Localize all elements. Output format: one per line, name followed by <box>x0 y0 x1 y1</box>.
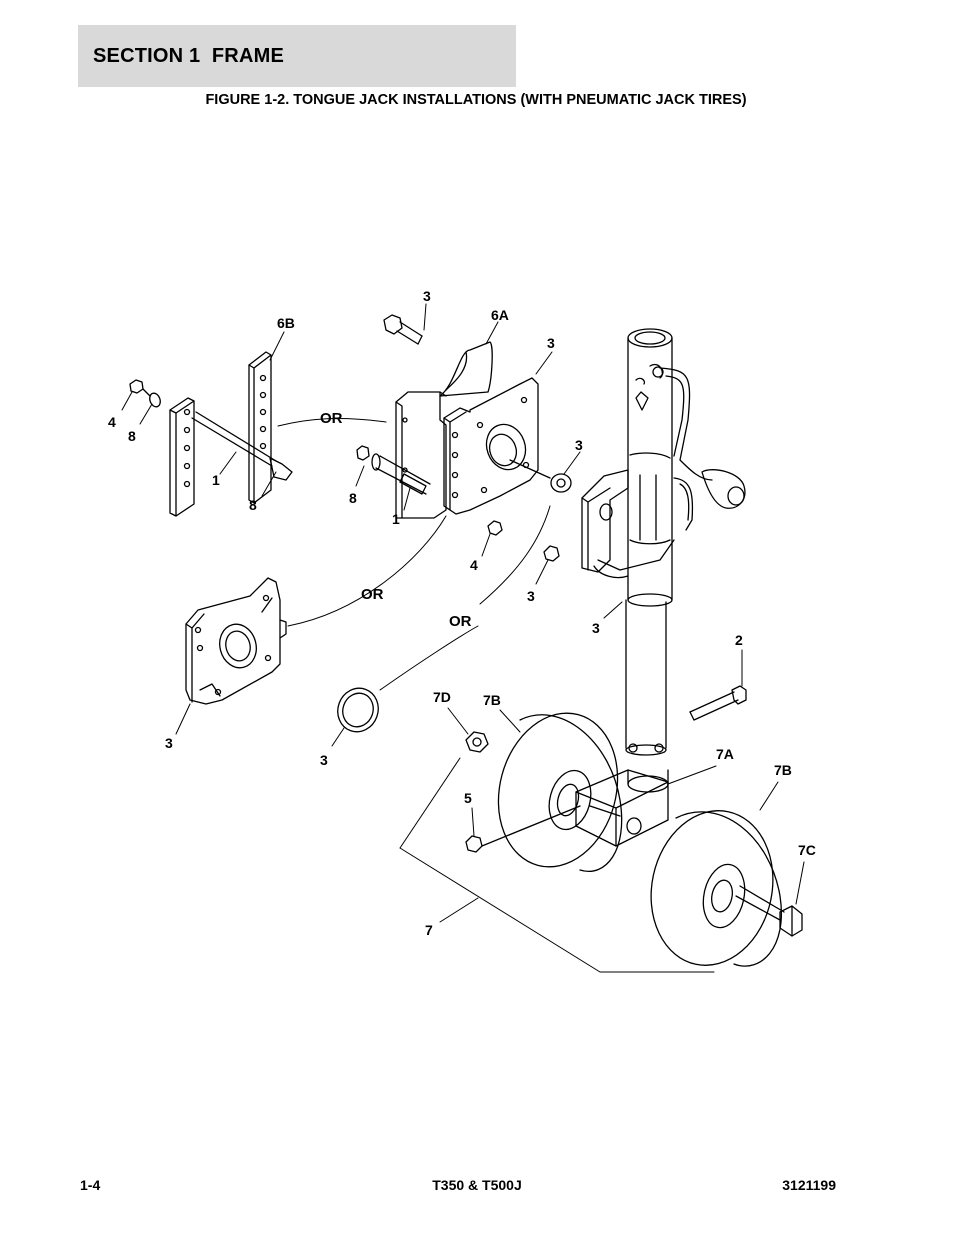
or-label-left: OR <box>361 586 384 603</box>
callout-leaders <box>121 303 805 973</box>
callout-2: 2 <box>735 632 743 648</box>
callout-6b: 6B <box>277 315 295 331</box>
weld-on-plate-left <box>185 577 287 705</box>
callout-5: 5 <box>464 790 472 806</box>
callout-7c: 7C <box>798 842 816 858</box>
callout-1-left: 1 <box>212 472 220 488</box>
callout-3-ring: 3 <box>320 752 328 768</box>
callout-8-mid: 8 <box>349 490 357 506</box>
section-title: SECTION 1 FRAME <box>93 44 284 67</box>
callout-1-mid: 1 <box>392 511 400 527</box>
bolt-pin-center <box>356 445 431 495</box>
callout-4-mid: 4 <box>470 557 478 573</box>
callout-3-nut: 3 <box>527 588 535 604</box>
swivel-bracket <box>581 469 675 579</box>
callout-3-plate: 3 <box>547 335 555 351</box>
axle-bolt-7c <box>735 885 803 937</box>
callout-8-bolt: 8 <box>249 497 257 513</box>
callout-4-left: 4 <box>108 414 116 430</box>
nuts-7d-5 <box>465 731 581 853</box>
or-separator-lines <box>277 418 551 691</box>
mounting-bracket-6b <box>248 351 272 504</box>
model-name: T350 & T500J <box>432 1177 522 1193</box>
callout-7b-left: 7B <box>483 692 501 708</box>
callout-7b-right: 7B <box>774 762 792 778</box>
swivel-plate-6a <box>395 341 493 519</box>
callout-3-tube: 3 <box>592 620 600 636</box>
or-label-top: OR <box>320 410 343 427</box>
section-header: SECTION 1 FRAME <box>78 25 516 87</box>
axle-yoke-7a <box>575 769 669 847</box>
or-label-mid: OR <box>449 613 472 630</box>
callout-8-left: 8 <box>128 428 136 444</box>
bolt-2 <box>689 685 747 721</box>
bolt-top <box>383 314 423 345</box>
retaining-ring <box>337 687 379 733</box>
callout-6a: 6A <box>491 307 509 323</box>
callout-3-spacer: 3 <box>575 437 583 453</box>
callout-7a: 7A <box>716 746 734 762</box>
callout-7d: 7D <box>433 689 451 705</box>
document-number: 3121199 <box>782 1177 836 1193</box>
callout-3-top: 3 <box>423 288 431 304</box>
nut-washer-bolt-left <box>129 379 293 481</box>
wheel-right-7b <box>650 810 782 967</box>
page-number: 1-4 <box>80 1177 101 1193</box>
callout-3-swivel: 3 <box>165 735 173 751</box>
jack-tube-assembly <box>625 328 746 756</box>
callout-labels: 3 6B 6A 3 4 8 OR 1 8 3 8 1 4 3 OR OR 3 2… <box>108 288 816 938</box>
swivel-plate-front <box>443 377 539 515</box>
figure-title: FIGURE 1-2. TONGUE JACK INSTALLATIONS (W… <box>205 92 747 108</box>
mounting-bracket-left <box>169 397 195 517</box>
callout-7: 7 <box>425 922 433 938</box>
spacer-nuts-center <box>487 459 572 562</box>
wheel-left-7b <box>497 712 623 872</box>
